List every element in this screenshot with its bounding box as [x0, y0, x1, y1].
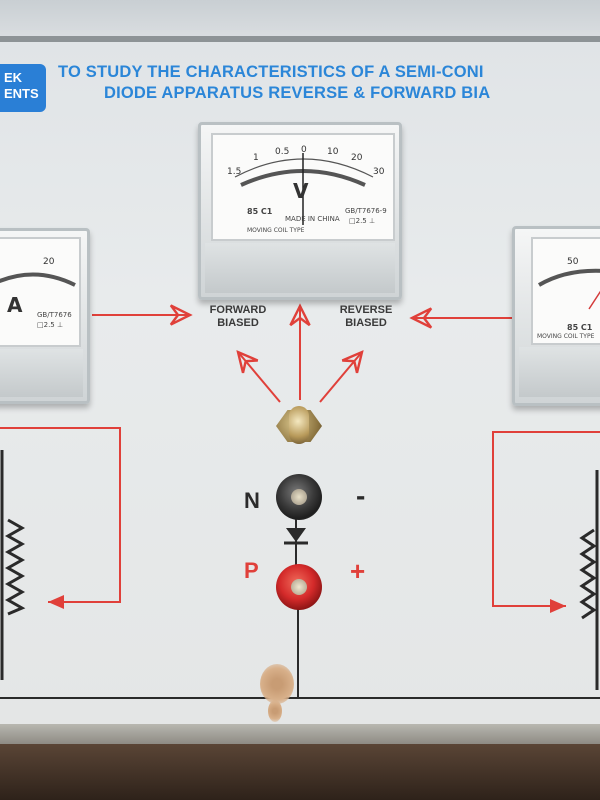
- badge-line-2: ENTS: [4, 86, 39, 101]
- meter-model: 85 C1: [247, 207, 273, 216]
- reverse-label-line-2: BIASED: [345, 317, 387, 329]
- right-meter-needle: [588, 290, 600, 310]
- right-resistor: [579, 528, 597, 620]
- panel-title: TO STUDY THE CHARACTERISTICS OF A SEMI-C…: [58, 62, 600, 104]
- manufacturer-badge: EK ENTS: [0, 64, 46, 112]
- ammeter-scale-arc: [0, 272, 76, 287]
- p-terminal-label: P: [244, 558, 259, 583]
- scale-label: 10: [327, 147, 339, 157]
- ammeter-base: [0, 349, 83, 397]
- n-terminal-pin: [291, 489, 307, 505]
- arrow-switch-reverse: [319, 352, 362, 403]
- scale-label: 1.5: [227, 167, 242, 177]
- right-meter-scale-arc: [537, 268, 600, 310]
- meter-type: MOVING COIL TYPE: [537, 333, 595, 340]
- scale-label: 20: [351, 153, 363, 163]
- panel-top-edge: [0, 0, 600, 42]
- voltmeter-dial: 1.5 1 0.5 0 10 20 30 V 85 C1 MADE IN CHI…: [211, 133, 395, 241]
- switch-lever: [289, 406, 309, 444]
- meter-class: □2.5 ⊥: [37, 321, 64, 329]
- scale-label: 20: [43, 257, 55, 267]
- meter-type: MOVING COIL TYPE: [247, 227, 305, 234]
- panel-bottom-edge: [0, 724, 600, 744]
- forward-biased-label: FORWARD BIASED: [198, 304, 278, 330]
- left-ammeter: 20 A GB/T7676 □2.5 ⊥: [0, 228, 90, 404]
- made-in-label: MADE IN CHINA: [285, 215, 340, 223]
- minus-sign: -: [356, 480, 366, 511]
- forward-label-line-1: FORWARD: [209, 304, 267, 316]
- title-line-1: TO STUDY THE CHARACTERISTICS OF A SEMI-C…: [58, 63, 484, 81]
- n-terminal-socket[interactable]: [276, 474, 322, 520]
- right-circuit-line: [492, 431, 600, 613]
- p-terminal-pin: [291, 579, 307, 595]
- diode-triangle: [286, 528, 306, 542]
- arrow-switch-forward: [238, 352, 281, 403]
- p-terminal-socket[interactable]: [276, 564, 322, 610]
- n-terminal-label: N: [244, 488, 260, 513]
- meter-standard: GB/T7676: [37, 311, 72, 319]
- reverse-label-line-1: REVERSE: [339, 304, 393, 316]
- meter-standard: GB/T7676-9: [345, 207, 387, 215]
- right-meter-base: [519, 347, 600, 397]
- scale-label: 30: [373, 167, 385, 177]
- reverse-biased-label: REVERSE BIASED: [326, 304, 406, 330]
- left-resistor: [4, 518, 26, 616]
- ammeter-dial: 20 A GB/T7676 □2.5 ⊥: [0, 237, 81, 347]
- forward-label-line-2: BIASED: [217, 317, 259, 329]
- left-circuit-line: [0, 427, 121, 609]
- right-meter-dial: 50 85 C1 MOVING COIL TYPE: [531, 237, 600, 345]
- scale-label: 0: [301, 145, 307, 155]
- right-meter: 50 85 C1 MOVING COIL TYPE: [512, 226, 600, 406]
- voltmeter-base: [205, 243, 395, 293]
- table-surface: [0, 744, 600, 800]
- scale-label: 0.5: [275, 147, 290, 157]
- paint-stain: [260, 664, 294, 704]
- plus-sign: +: [350, 556, 366, 586]
- scale-label: 50: [567, 257, 579, 267]
- meter-class: □2.5 ⊥: [349, 217, 376, 225]
- ammeter-unit: A: [7, 293, 23, 317]
- scale-label: 1: [253, 153, 259, 163]
- meter-model: 85 C1: [567, 323, 593, 332]
- center-voltmeter: 1.5 1 0.5 0 10 20 30 V 85 C1 MADE IN CHI…: [198, 122, 402, 300]
- voltmeter-unit: V: [293, 179, 309, 203]
- paint-drip: [268, 700, 282, 722]
- bias-toggle-switch[interactable]: [276, 402, 322, 448]
- title-line-2: DIODE APPARATUS REVERSE & FORWARD BIA: [104, 84, 491, 102]
- badge-line-1: EK: [4, 70, 23, 85]
- voltmeter-scale-arc: [234, 153, 374, 225]
